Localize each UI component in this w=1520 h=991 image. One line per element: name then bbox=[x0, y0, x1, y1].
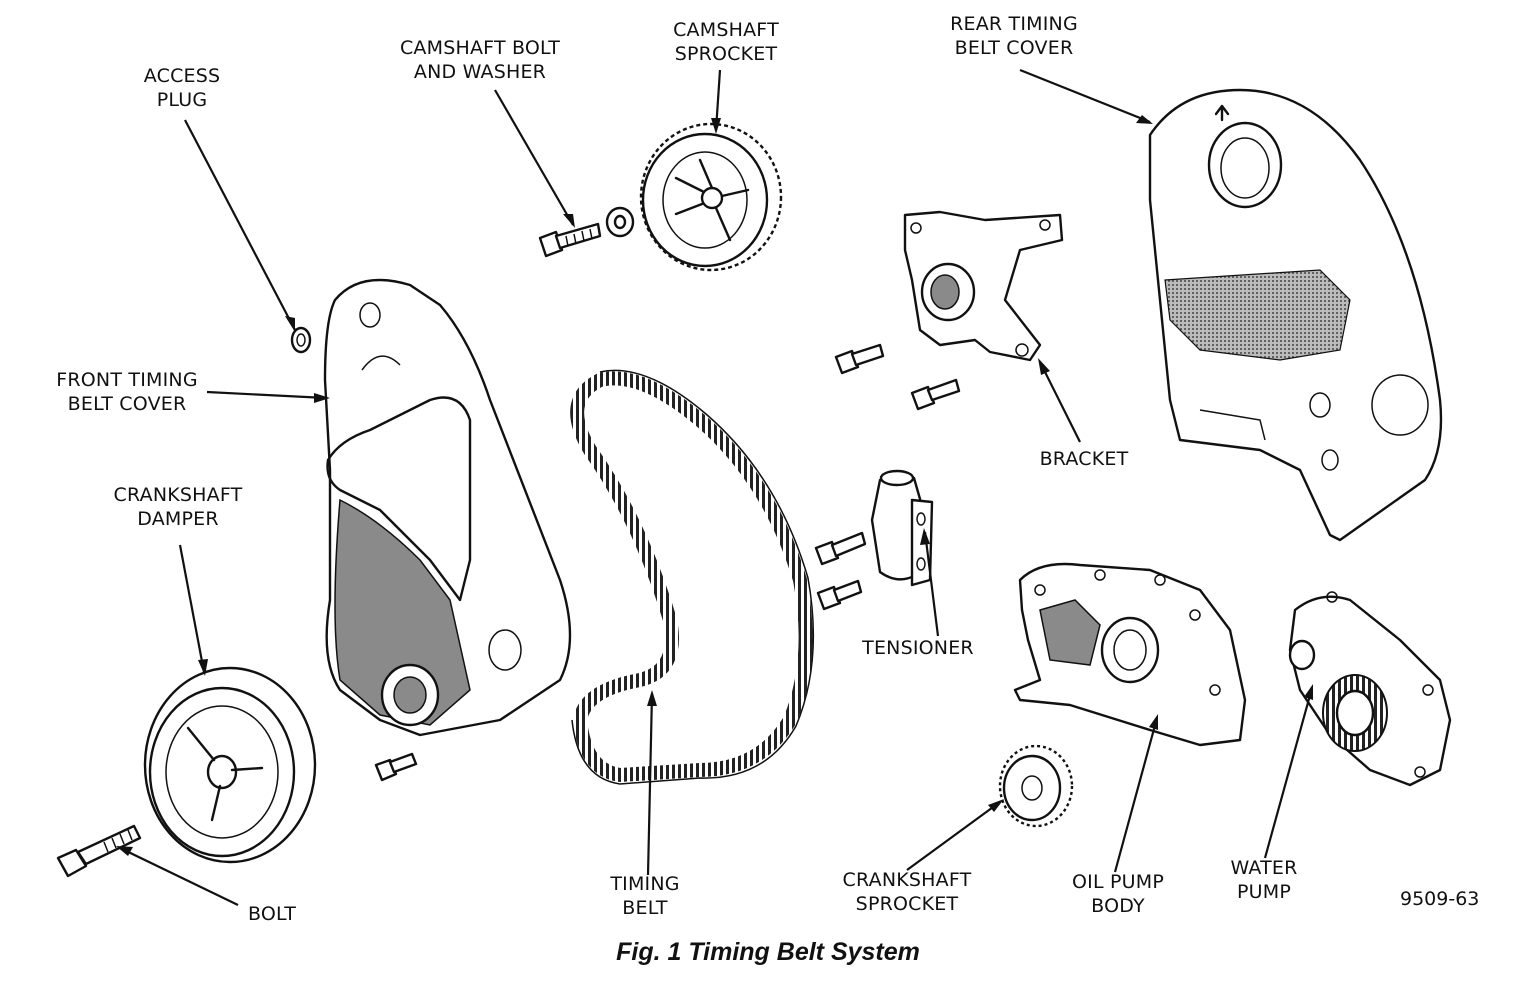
label-tensioner: TENSIONER bbox=[862, 637, 974, 659]
camshaft-sprocket bbox=[639, 122, 783, 272]
access-plug bbox=[290, 326, 312, 354]
oil-pump-body bbox=[1013, 562, 1247, 747]
tensioner-bolts bbox=[814, 531, 867, 611]
bracket-bolts bbox=[834, 343, 961, 411]
label-bolt: BOLT bbox=[247, 903, 297, 925]
figure-caption: Fig. 1 Timing Belt System bbox=[616, 938, 920, 966]
leader-arrows bbox=[116, 68, 1314, 906]
damper-bolt bbox=[56, 824, 142, 878]
water-pump bbox=[1288, 591, 1452, 787]
figure-number: 9509-63 bbox=[1400, 888, 1480, 910]
cover-bolt bbox=[374, 752, 418, 782]
label-bracket: BRACKET bbox=[1039, 448, 1129, 470]
crankshaft-sprocket bbox=[998, 744, 1074, 828]
camshaft-bolt-and-washer bbox=[538, 206, 635, 258]
rear-timing-belt-cover bbox=[1148, 88, 1443, 542]
bracket bbox=[903, 210, 1064, 362]
front-timing-belt-cover bbox=[323, 278, 572, 737]
timing-belt bbox=[570, 369, 815, 785]
crankshaft-damper bbox=[143, 666, 317, 864]
tensioner bbox=[870, 469, 934, 587]
